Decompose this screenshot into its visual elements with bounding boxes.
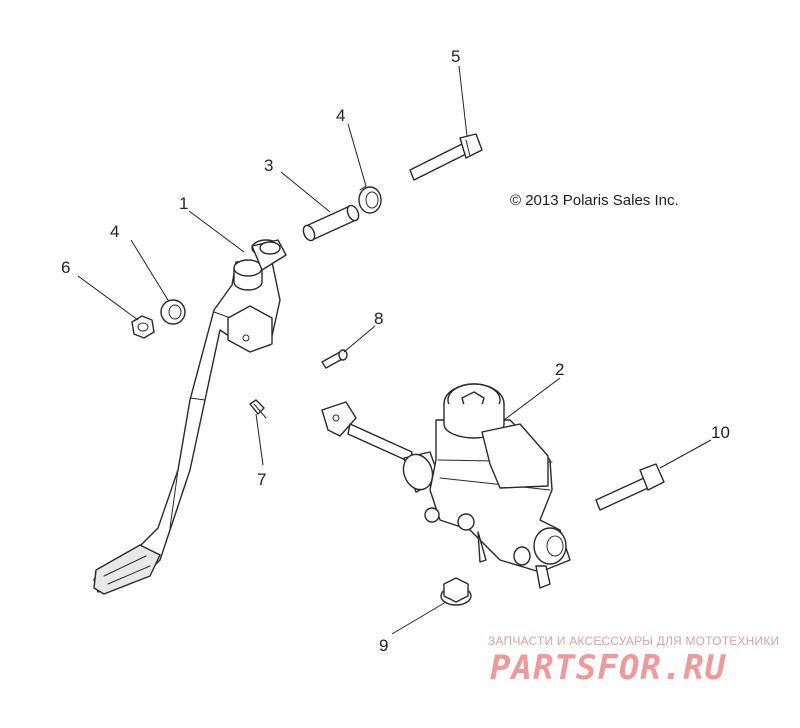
bolt-side-part (595, 463, 665, 511)
callout-2: 2 (555, 360, 564, 379)
callout-8: 8 (374, 309, 383, 328)
master-cylinder-part (321, 383, 571, 589)
callout-6: 6 (61, 258, 70, 277)
callout-7: 7 (257, 470, 266, 489)
clevis-pin-part (321, 349, 348, 369)
callout-4-lower: 4 (110, 222, 119, 241)
callout-9: 9 (379, 636, 388, 655)
leader-lines (77, 65, 712, 635)
bushing-upper-part (358, 185, 382, 214)
callout-10: 10 (711, 423, 730, 442)
callout-4-upper: 4 (336, 106, 345, 125)
watermark-caption: ЗАПЧАСТИ И АКСЕССУАРЫ ДЛЯ МОТОТЕХНИКИ (488, 634, 780, 648)
cotter-pin-part (249, 399, 267, 419)
pivot-sleeve-part (302, 204, 360, 242)
callout-1: 1 (179, 194, 188, 213)
nut-part (131, 315, 155, 339)
callout-5: 5 (451, 47, 460, 66)
bolt-upper-part (409, 133, 483, 181)
flange-nut-part (440, 577, 472, 606)
bushing-lower-part (160, 299, 186, 325)
callout-labels: 1 2 3 4 4 5 6 7 8 9 10 (61, 47, 730, 655)
watermark-logo: PARTSFOR.RU (490, 648, 727, 688)
brake-pedal-part (93, 239, 287, 595)
copyright-notice: © 2013 Polaris Sales Inc. (510, 192, 679, 209)
callout-3: 3 (264, 156, 273, 175)
